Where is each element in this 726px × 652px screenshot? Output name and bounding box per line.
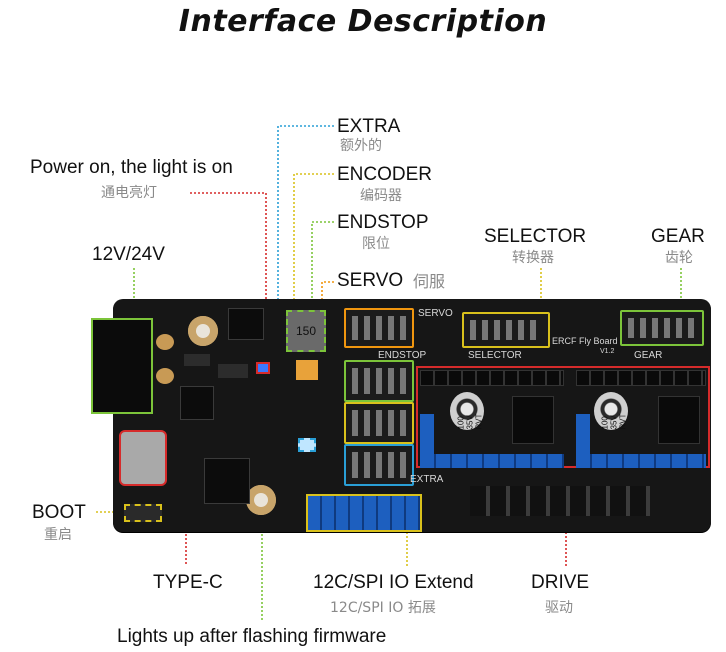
type-c-port: [119, 430, 167, 486]
smd-block-1: [184, 354, 210, 366]
encoder-component: [296, 360, 318, 380]
driver-chip: [180, 386, 214, 420]
endstop-connector: [344, 360, 414, 402]
typec-label: TYPE-C: [153, 572, 223, 593]
page-title: Interface Description: [178, 4, 548, 39]
encoder-label: ENCODER: [337, 164, 433, 185]
drive-label-cn: 驱动: [545, 600, 573, 616]
boot-label: BOOT: [32, 502, 86, 523]
endstop-silk: ENDSTOP: [378, 350, 427, 361]
selector-silk: SELECTOR: [468, 350, 522, 361]
board-brand: ERCF Fly Board: [552, 336, 618, 346]
selector-connector: [462, 312, 550, 348]
selector-label-cn: 转换器: [512, 250, 554, 266]
endstop-label-cn: 限位: [362, 236, 390, 252]
power-leader: [190, 192, 267, 360]
inductor-label: 150: [296, 324, 317, 338]
gear-label-cn: 齿轮: [665, 250, 693, 266]
io-label-cn: 12C/SPI IO 拓展: [330, 600, 436, 616]
endstop-label: ENDSTOP: [337, 212, 429, 233]
encoder-leader: [293, 173, 334, 429]
encoder-connector: [344, 402, 414, 444]
extra-label: EXTRA: [337, 116, 401, 137]
regulator-chip: [228, 308, 264, 340]
encoder-label-cn: 编码器: [360, 188, 402, 204]
driver-header-bottom-1: [420, 454, 564, 468]
driver-header-top-2: [576, 370, 706, 386]
selector-label: SELECTOR: [484, 226, 587, 247]
driver-header-bottom-2: [576, 454, 706, 468]
extra-silk: EXTRA: [410, 474, 444, 485]
terminal-screw-1: [156, 334, 174, 350]
mosfet-row: [470, 486, 650, 516]
boot-button: [124, 504, 162, 522]
board-version: V1.2: [600, 348, 615, 355]
boot-label-cn: 重启: [44, 527, 72, 543]
mount-hole-top-left: [188, 316, 218, 346]
capacitor-1: 100 35V RVT: [450, 392, 484, 430]
drive-label: DRIVE: [531, 572, 590, 593]
io-label: 12C/SPI IO Extend: [313, 572, 474, 593]
capacitor-1-label: 100 35V RVT: [456, 413, 484, 430]
gear-label: GEAR: [651, 226, 705, 247]
endstop-leader: [311, 221, 334, 308]
mount-hole-bottom-left: [246, 485, 276, 515]
smd-block-2: [218, 364, 248, 378]
capacitor-2-label: 100 35V RVT: [600, 413, 628, 430]
driver-header-top-1: [420, 370, 564, 386]
gear-connector: [620, 310, 704, 346]
driver-socket-1: [512, 396, 554, 444]
servo-connector: [344, 308, 414, 348]
capacitor-2: 100 35V RVT: [594, 392, 628, 430]
firmware-label: Lights up after flashing firmware: [117, 626, 387, 647]
servo-label: SERVO: [337, 270, 404, 291]
io-extend-header: [306, 494, 422, 532]
power-label-cn: 通电亮灯: [101, 185, 157, 201]
gear-silk: GEAR: [634, 350, 663, 361]
power-led: [256, 362, 270, 374]
servo-label-cn: 伺服: [413, 272, 446, 291]
input-label: 12V/24V: [92, 244, 165, 265]
inductor: [286, 310, 326, 352]
extra-label-cn: 额外的: [340, 138, 382, 154]
mcu-chip: [204, 458, 250, 504]
terminal-screw-2: [156, 368, 174, 384]
power-label: Power on, the light is on: [30, 157, 233, 178]
driver-jumper-1: [420, 414, 434, 454]
firmware-led: [298, 438, 316, 452]
driver-socket-2: [658, 396, 700, 444]
servo-silk: SERVO: [418, 308, 453, 319]
extra-connector: [344, 444, 414, 486]
driver-jumper-2: [576, 414, 590, 454]
power-terminal: [91, 318, 153, 414]
